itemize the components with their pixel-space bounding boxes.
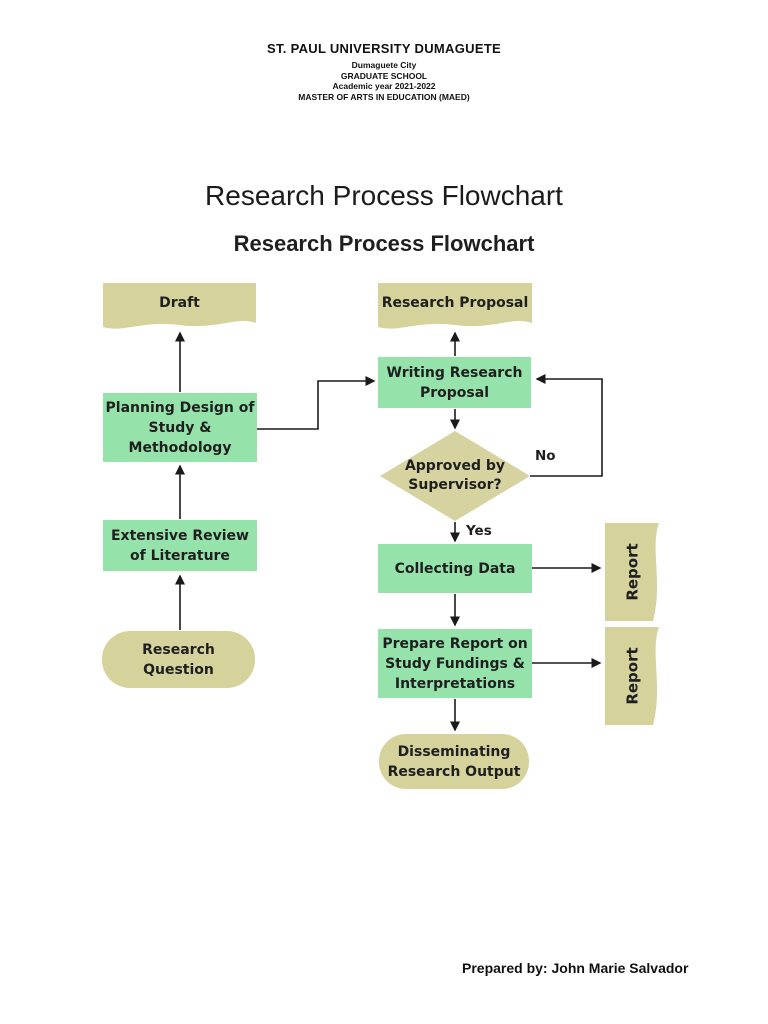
node-label: Planning Design of Study & Methodology [105, 399, 255, 456]
document-header: ST. PAUL UNIVERSITY DUMAGUETE Dumaguete … [0, 41, 768, 102]
node-approved-decision: Approved by Supervisor? [380, 431, 530, 521]
node-research-question: Research Question [102, 631, 255, 688]
header-school: GRADUATE SCHOOL [340, 70, 428, 81]
node-label: Research Proposal [381, 295, 529, 311]
prepared-by-footer: Prepared by: John Marie Salvador [462, 960, 689, 976]
node-label: Draft [159, 295, 200, 311]
node-label: Extensive Review of Literature [110, 527, 249, 564]
document-shape [103, 283, 256, 329]
node-label: Disseminating Research Output [387, 743, 521, 780]
node-writing-proposal: Writing Research Proposal [378, 357, 531, 408]
node-report-2: Report [605, 627, 661, 725]
node-extensive-review: Extensive Review of Literature [103, 520, 257, 571]
node-draft: Draft [103, 283, 256, 330]
page-title: Research Process Flowchart [205, 180, 563, 211]
node-research-proposal: Research Proposal [378, 283, 532, 330]
node-disseminating-output: Disseminating Research Output [379, 734, 529, 789]
node-label: Report [624, 543, 642, 601]
rotated-document-shape [605, 523, 659, 621]
node-label: Approved by Supervisor? [404, 458, 506, 493]
node-planning-design: Planning Design of Study & Methodology [103, 393, 257, 462]
branch-label-yes: Yes [466, 523, 492, 539]
node-label: Research Question [142, 641, 215, 678]
node-prepare-report: Prepare Report on Study Fundings & Inter… [378, 629, 532, 698]
node-collecting-data: Collecting Data [378, 544, 532, 593]
node-label: Prepare Report on Study Fundings & Inter… [382, 635, 528, 692]
flowchart-title: Research Process Flowchart [233, 231, 535, 256]
university-name: ST. PAUL UNIVERSITY DUMAGUETE [266, 41, 502, 56]
header-academic-year: Academic year 2021-2022 [332, 81, 436, 91]
decision-diamond-shape [380, 431, 530, 521]
header-program: MASTER OF ARTS IN EDUCATION (MAED) [298, 91, 470, 102]
node-label: Writing Research Proposal [386, 364, 523, 401]
node-report-1: Report [605, 523, 661, 621]
branch-label-no: No [535, 448, 556, 464]
node-label: Collecting Data [394, 560, 516, 577]
document-shape [378, 283, 532, 329]
node-label: Report [624, 647, 642, 705]
rotated-document-shape [605, 627, 659, 725]
header-city: Dumaguete City [351, 60, 417, 70]
